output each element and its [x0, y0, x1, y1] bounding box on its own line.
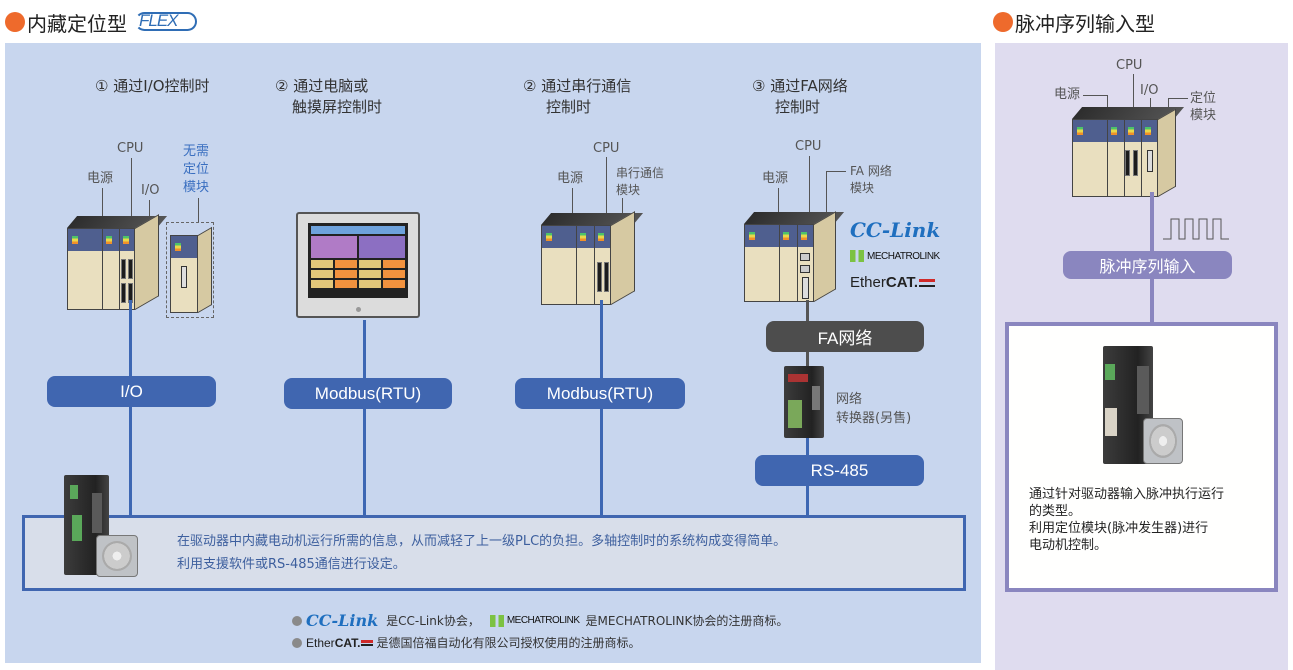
label-cpu: CPU [593, 141, 620, 156]
pulse-info-text: 通过针对驱动器输入脉冲执行运行 的类型。 利用定位模块(脉冲发生器)进行 电动机… [1029, 487, 1225, 553]
info-text: 在驱动器中内藏电动机运行所需的信息，从而减轻了上一级PLC的负担。多轴控制时的系… [177, 534, 787, 572]
bus-rs485: RS-485 [755, 455, 924, 486]
column-title-io: ① 通过I/O控制时 [95, 77, 210, 95]
cclink-logo: CC-Link [850, 218, 941, 242]
label-cpu: CPU [795, 139, 822, 154]
bus-fa-network: FA网络 [766, 321, 924, 352]
trademark-note-1: CC-Link 是CC-Link协会， MECHATROLINK 是MECHAT… [292, 611, 788, 630]
column-title-pc-hmi: ② 通过电脑或 触摸屏控制时 [275, 77, 383, 116]
column-title-fa-network: ③ 通过FA网络 控制时 [752, 77, 848, 116]
label-cpu: CPU [117, 141, 144, 156]
positioning-module-not-required [166, 222, 214, 318]
pulse-info-box: 通过针对驱动器输入脉冲执行运行 的类型。 利用定位模块(脉冲发生器)进行 电动机… [1005, 322, 1278, 592]
mechatrolink-logo: MECHATROLINK [850, 250, 940, 262]
heading-text: 脉冲序列输入型 [1015, 11, 1155, 36]
label-serial-module: 串行通信 模块 [616, 166, 665, 197]
motor-image [96, 535, 138, 577]
label-power: 电源 [1054, 87, 1081, 102]
label-io: I/O [141, 183, 160, 198]
flex-logo-icon: FLEX [135, 11, 199, 33]
bus-pulse-input: 脉冲序列输入 [1063, 251, 1232, 279]
label-power: 电源 [87, 171, 114, 186]
label-no-module: 无需 定位 模块 [183, 144, 210, 195]
column-title-serial: ② 通过串行通信 控制时 [523, 77, 632, 116]
bus-modbus-rtu-pc: Modbus(RTU) [284, 378, 452, 409]
label-io: I/O [1140, 83, 1159, 98]
motor-image [1143, 418, 1183, 464]
bullet-dot-icon [993, 12, 1013, 32]
network-converter [784, 366, 824, 438]
label-cpu: CPU [1116, 58, 1143, 73]
touch-panel-hmi [296, 212, 420, 318]
heading-pulse-input: 脉冲序列输入型 [993, 8, 1155, 36]
label-positioning-module: 定位 模块 [1190, 91, 1217, 123]
bullet-dot-icon [5, 12, 25, 32]
heading-built-in-positioning: 内藏定位型 FLEX [5, 8, 199, 36]
built-in-info-box: 在驱动器中内藏电动机运行所需的信息，从而减轻了上一级PLC的负担。多轴控制时的系… [22, 515, 966, 591]
label-power: 电源 [762, 171, 789, 186]
label-fa-module: FA 网络 模块 [850, 164, 892, 195]
bus-io: I/O [47, 376, 216, 407]
pulse-waveform-icon [1163, 218, 1229, 240]
heading-text: 内藏定位型 [27, 11, 127, 36]
label-power: 电源 [557, 171, 584, 186]
label-network-converter: 网络 转换器(另售) [836, 392, 912, 426]
bus-modbus-rtu-serial: Modbus(RTU) [515, 378, 685, 409]
